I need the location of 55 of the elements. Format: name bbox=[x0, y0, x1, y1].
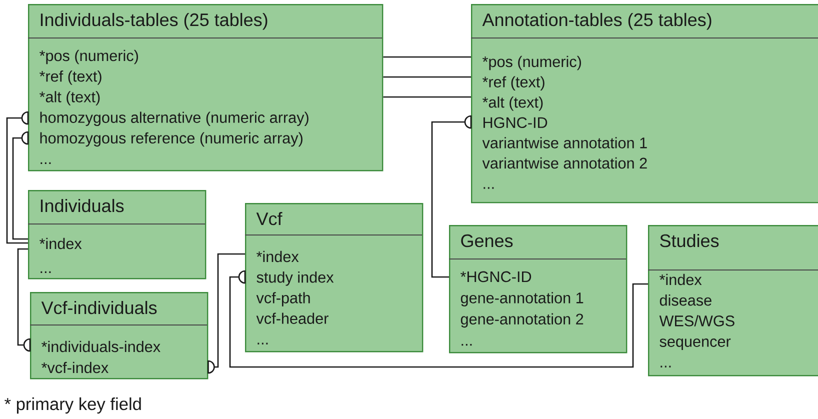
connector bbox=[383, 56, 471, 58]
field-name: *index bbox=[40, 238, 82, 250]
field-name: homozygous alternative (numeric array) bbox=[40, 112, 308, 126]
table-box bbox=[30, 292, 208, 380]
field-name: HGNC-ID bbox=[484, 117, 548, 128]
table-box bbox=[648, 225, 818, 376]
field-name: sequencer bbox=[660, 338, 731, 350]
connector bbox=[6, 111, 29, 244]
field-name: ... bbox=[484, 187, 494, 189]
field-name: WES/WGS bbox=[659, 315, 734, 326]
field-name: *index bbox=[660, 274, 702, 286]
connector bbox=[229, 270, 648, 368]
field-name: *alt (text) bbox=[482, 96, 543, 111]
field-name: ... bbox=[660, 366, 671, 368]
field-name: *pos (numeric) bbox=[482, 56, 581, 70]
field-name: homozygous reference (numeric array) bbox=[40, 132, 302, 147]
table-heading: Vcf-individuals bbox=[41, 300, 157, 314]
field-name: *index bbox=[256, 250, 299, 262]
connector bbox=[431, 115, 472, 278]
field-name: variantwise annotation 1 bbox=[482, 137, 647, 148]
field-name: gene-annotation 1 bbox=[460, 292, 584, 306]
field-name: *ref (text) bbox=[40, 70, 102, 85]
connector bbox=[208, 253, 245, 374]
field-name: variantwise annotation 2 bbox=[482, 157, 647, 169]
table-heading: Vcf bbox=[256, 212, 282, 226]
connector bbox=[383, 96, 471, 98]
field-name: ... bbox=[258, 342, 268, 344]
field-name: *HGNC-ID bbox=[460, 271, 532, 282]
connector bbox=[12, 131, 29, 240]
table-box bbox=[448, 225, 628, 354]
field-name: disease bbox=[660, 294, 712, 306]
field-name: gene-annotation 2 bbox=[460, 313, 584, 328]
table-box bbox=[28, 190, 206, 280]
note: * primary key field bbox=[4, 397, 141, 414]
connector bbox=[383, 76, 471, 78]
field-name: study index bbox=[256, 272, 334, 286]
table-heading: Studies bbox=[660, 234, 719, 248]
field-name: ... bbox=[462, 344, 472, 346]
field-name: *ref (text) bbox=[482, 76, 544, 90]
field-name: ... bbox=[40, 162, 51, 164]
table-box bbox=[28, 4, 384, 172]
table-box bbox=[244, 203, 424, 352]
field-name: *alt (text) bbox=[40, 91, 100, 106]
table-heading: Individuals bbox=[40, 198, 124, 212]
field-name: *vcf-index bbox=[42, 362, 108, 374]
table-heading: Genes bbox=[461, 234, 513, 248]
field-name: ... bbox=[40, 271, 51, 273]
field-name: *pos (numeric) bbox=[40, 50, 138, 64]
table-heading: Individuals-tables (25 tables) bbox=[40, 12, 268, 30]
connector bbox=[17, 248, 31, 352]
table-box bbox=[470, 4, 818, 204]
field-name: vcf-header bbox=[256, 312, 328, 324]
field-name: *individuals-index bbox=[42, 340, 160, 352]
table-heading: Annotation-tables (25 tables) bbox=[482, 12, 712, 30]
field-name: vcf-path bbox=[256, 292, 310, 306]
